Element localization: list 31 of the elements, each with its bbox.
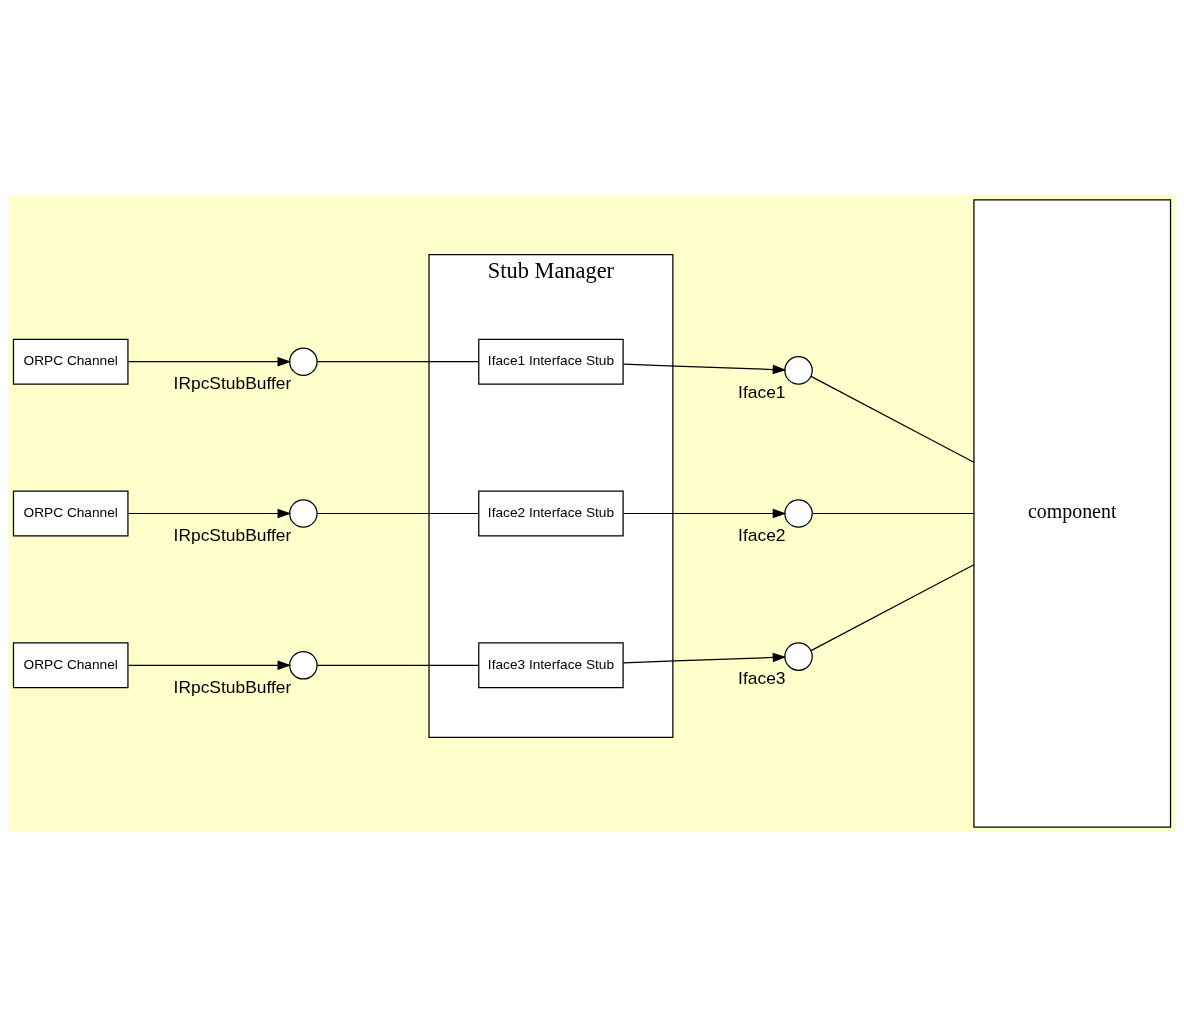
node-box: ORPC Channel — [12, 641, 129, 688]
node-circle — [784, 641, 813, 671]
arrow — [127, 356, 292, 366]
connector — [811, 512, 975, 514]
node-circle — [784, 355, 813, 385]
node-box: ORPC Channel — [12, 490, 129, 536]
node-box: Iface1 Interface Stub — [478, 338, 624, 385]
arrow — [622, 363, 787, 374]
node-label: Iface2 — [738, 524, 786, 545]
node-label: Iface3 — [738, 667, 786, 688]
connector — [316, 664, 480, 666]
node-box: component — [973, 198, 1172, 828]
connector — [810, 563, 975, 651]
node-label: IRpcStubBuffer — [173, 372, 292, 393]
node-label: IRpcStubBuffer — [173, 524, 292, 545]
node-label: Iface1 — [738, 381, 786, 402]
node-circle — [289, 498, 318, 528]
arrow — [622, 652, 787, 663]
node-circle — [289, 650, 318, 680]
connector — [316, 360, 480, 362]
connector — [316, 512, 480, 514]
node-label: IRpcStubBuffer — [173, 676, 292, 697]
arrow — [127, 660, 292, 670]
node-box: Iface2 Interface Stub — [478, 490, 624, 536]
connector — [810, 375, 975, 463]
arrow — [127, 508, 292, 518]
arrow — [622, 508, 787, 518]
node-box: Iface3 Interface Stub — [478, 641, 624, 688]
node-circle — [784, 498, 813, 528]
node-box: ORPC Channel — [12, 338, 129, 385]
node-circle — [289, 346, 318, 376]
